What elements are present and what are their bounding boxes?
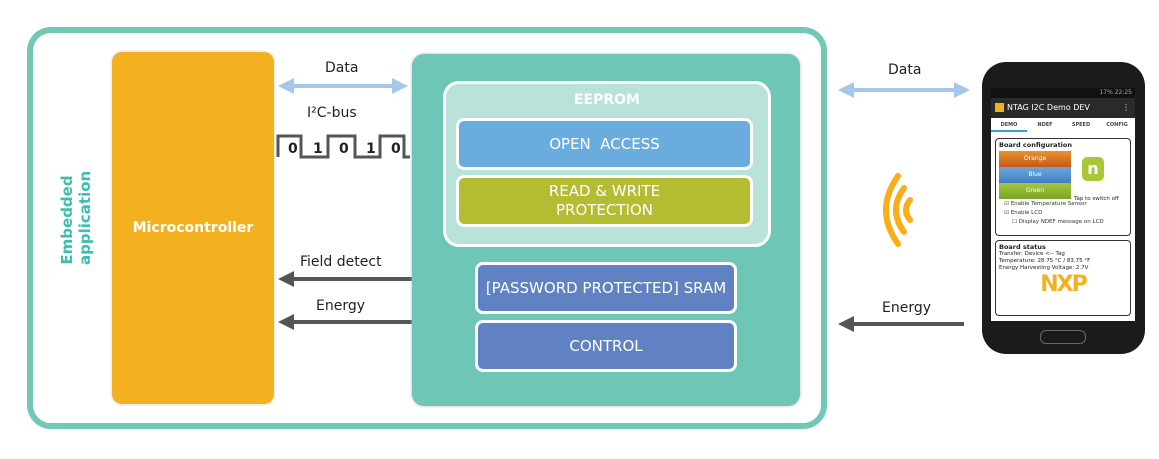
field-detect-label: Field detect — [300, 254, 382, 270]
checkbox-ndef-lcd[interactable]: ☐ Display NDEF message on LCD — [1012, 219, 1104, 225]
bit-1: 1 — [313, 141, 323, 157]
overflow-menu-icon[interactable]: ⋮ — [1122, 103, 1130, 112]
tab-speed[interactable]: SPEED — [1071, 122, 1091, 128]
tap-hint: Tap to switch off — [1074, 196, 1119, 202]
tab-ndef[interactable]: NDEF — [1037, 122, 1053, 128]
phone-tabs: DEMO NDEF SPEED CONFIG — [991, 118, 1135, 132]
energy-label-right: Energy — [882, 300, 932, 316]
data-label-left: Data — [325, 60, 359, 76]
sram-block: [PASSWORD PROTECTED] SRAM — [475, 262, 737, 314]
board-configuration-card: Board configuration Orange Blue Green ☑ … — [995, 138, 1131, 236]
nxp-logo: NXP — [1040, 272, 1088, 297]
i2c-signal-waveform — [276, 134, 410, 159]
data-label-right: Data — [888, 62, 922, 78]
board-status-card: Board status Transfer: Device <-- Tag Te… — [995, 240, 1131, 316]
energy-arrow-right — [838, 316, 964, 332]
data-bidirectional-arrow-right — [838, 82, 970, 98]
app-logo-icon — [995, 103, 1004, 112]
bit-0: 0 — [288, 141, 298, 157]
checkbox-temperature[interactable]: ☑ Enable Temperature Sensor — [1004, 201, 1087, 207]
tab-demo[interactable]: DEMO — [991, 118, 1027, 132]
field-detect-arrow — [278, 271, 414, 287]
orange-button[interactable]: Orange — [999, 151, 1071, 167]
energy-arrow-left — [278, 314, 414, 330]
eeprom-title: EEPROM — [573, 92, 640, 108]
nfc-wireless-icon — [883, 173, 913, 247]
bit-3: 1 — [366, 141, 376, 157]
phone-status-bar: 17% 22:25 — [991, 88, 1135, 98]
blue-button[interactable]: Blue — [999, 167, 1071, 183]
open-access-block: OPEN ACCESS — [456, 118, 753, 170]
microcontroller-block: Microcontroller — [112, 52, 274, 404]
bit-4: 0 — [391, 141, 401, 157]
tab-config[interactable]: CONFIG — [1106, 122, 1128, 128]
data-bidirectional-arrow-left — [278, 78, 408, 94]
phone-home-button[interactable] — [1040, 330, 1086, 344]
phone-app-bar: NTAG I2C Demo DEV ⋮ — [991, 98, 1135, 118]
control-block: CONTROL — [475, 320, 737, 372]
i2c-bus-label: I²C-bus — [307, 105, 357, 121]
green-button[interactable]: Green — [999, 183, 1071, 199]
phone-screen — [991, 88, 1135, 321]
bit-2: 0 — [339, 141, 349, 157]
ntag-logo-button[interactable]: n — [1082, 157, 1104, 181]
checkbox-lcd[interactable]: ☑ Enable LCD — [1004, 210, 1043, 216]
energy-label-left: Energy — [316, 298, 366, 314]
embedded-application-label: Embedded application — [58, 170, 94, 265]
